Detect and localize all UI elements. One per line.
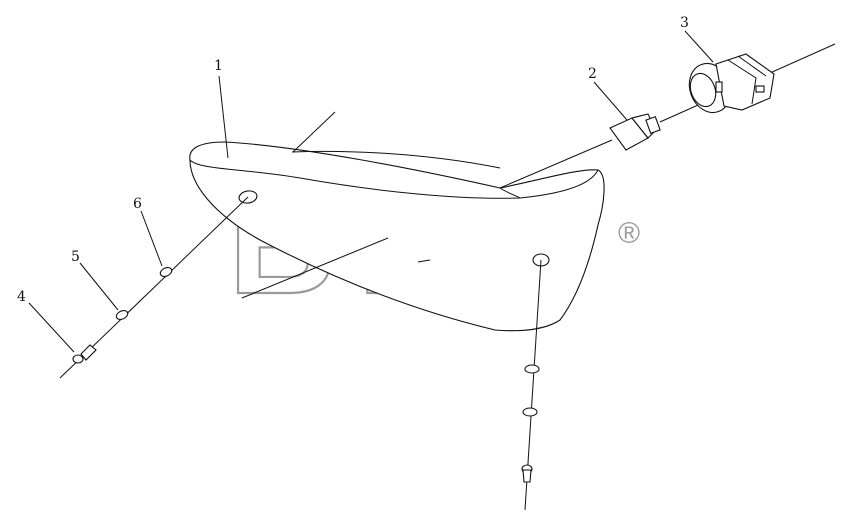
axis-line <box>499 139 613 189</box>
registered-mark: ® <box>618 217 640 250</box>
leader-2 <box>593 81 628 121</box>
washer-lower-1 <box>524 364 540 374</box>
callout-2: 2 <box>588 66 597 82</box>
axis-line <box>292 111 336 153</box>
callout-5: 5 <box>71 249 80 265</box>
screw-lower <box>521 464 533 483</box>
callout-6: 6 <box>133 196 142 212</box>
callout-3: 3 <box>680 15 689 31</box>
lamp-housing <box>189 141 605 332</box>
leader-6 <box>140 210 163 267</box>
washer-lower-2 <box>522 407 538 417</box>
leader-3 <box>684 30 714 63</box>
screw-4 <box>72 344 97 364</box>
callout-4: 4 <box>17 289 26 305</box>
washer-6 <box>159 267 173 277</box>
leader-5 <box>79 262 119 311</box>
washer-5 <box>115 310 129 320</box>
callout-1: 1 <box>214 58 223 74</box>
bulb-socket <box>688 53 775 114</box>
bulb <box>609 113 661 151</box>
axis-line <box>417 259 431 263</box>
axis-line <box>241 237 389 299</box>
leader-4 <box>28 302 75 353</box>
leader-1 <box>218 75 229 159</box>
